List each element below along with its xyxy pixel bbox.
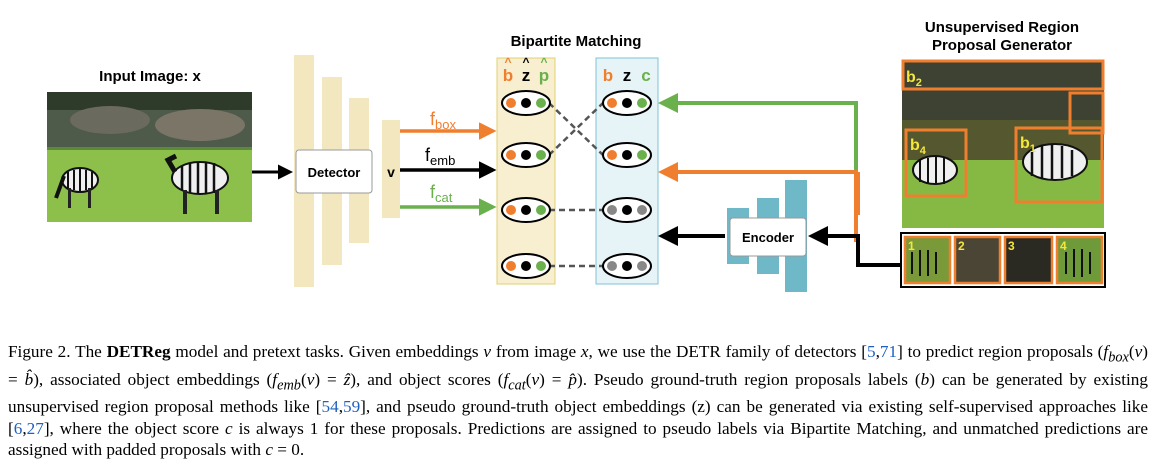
svg-text:z: z (522, 66, 531, 85)
svg-text:2: 2 (958, 239, 965, 253)
caption-fig-num: Figure 2. (8, 342, 71, 361)
f-box-label: fbox (430, 109, 456, 132)
region-title-1: Unsupervised Region (925, 19, 1079, 36)
proposal-box-extra (1068, 91, 1105, 135)
svg-text:1: 1 (908, 239, 915, 253)
zebra-right-icon (164, 153, 229, 214)
caption-text: The (70, 342, 107, 361)
caption-text: , we use the DETR family of detectors [ (588, 342, 867, 361)
proposal-box-b2 (901, 59, 1105, 91)
target-slot (602, 90, 652, 116)
prediction-slots (501, 90, 551, 279)
caption-text: ), and object scores ( (350, 369, 504, 389)
caption-text: ), associated object embeddings ( (33, 369, 273, 389)
target-slots (602, 90, 652, 279)
proposal-box-b1 (1014, 126, 1104, 204)
prediction-slot (501, 90, 551, 116)
matching-title: Bipartite Matching (511, 33, 642, 50)
detector-block (294, 55, 400, 287)
caption-text: from image (491, 342, 581, 361)
encoder-block (727, 180, 807, 292)
target-slot (602, 253, 652, 279)
v-label: v (387, 164, 395, 180)
caption-bold: DETReg (106, 342, 171, 361)
crop-thumbnail (903, 235, 952, 285)
crops-to-encoder-arrow (808, 226, 900, 267)
caption-text: ] to predict region proposals ( (897, 342, 1104, 361)
svg-text:^: ^ (522, 55, 529, 69)
input-image-label: Input Image: x (99, 68, 201, 85)
caption-text: ). Pseudo ground-truth region proposals … (576, 369, 921, 389)
crop-thumbnail (953, 235, 1002, 285)
detector-label: Detector (308, 165, 361, 180)
prediction-slot (501, 142, 551, 168)
input-image (47, 92, 252, 222)
citation-link[interactable]: 6 (13, 418, 23, 438)
citation-link[interactable]: 54 (321, 397, 339, 417)
matching-lines (548, 102, 604, 268)
citation-link[interactable]: 27 (26, 418, 44, 438)
citation-link[interactable]: 5 (867, 342, 876, 361)
proposal-box-b4 (904, 128, 968, 198)
svg-text:^: ^ (504, 55, 511, 69)
svg-text:3: 3 (1008, 239, 1015, 253)
citation-link[interactable]: 71 (879, 342, 898, 361)
crop-thumbnail (1003, 235, 1054, 285)
svg-text:c: c (641, 66, 650, 85)
f-cat-label: fcat (430, 182, 453, 205)
figure-diagram: Input Image: x Detector v f (47, 19, 1106, 292)
crop-thumbnails (903, 235, 1104, 285)
target-slot (602, 197, 652, 223)
svg-text:4: 4 (1060, 239, 1067, 253)
region-title-2: Proposal Generator (932, 37, 1072, 54)
svg-text:b: b (603, 66, 613, 85)
caption-text: model and pretext tasks. Given embedding… (170, 342, 484, 361)
caption-text: ], and pseudo ground-truth object embedd… (8, 397, 1148, 438)
crop-numbers: 1 2 3 4 (908, 239, 1067, 253)
caption-text: ) can be generated by existing unsupervi… (8, 369, 1148, 417)
caption-text: . (299, 440, 305, 460)
target-headers: b z c (603, 66, 651, 85)
proposal-boxes (901, 59, 1105, 204)
zebra-left-icon (54, 167, 99, 208)
citation-link[interactable]: 59 (342, 397, 361, 417)
caption-text: ], where the object score (43, 418, 225, 438)
target-slot (602, 142, 652, 168)
f-emb-label: femb (425, 145, 455, 168)
caption-text: is always 1 for these proposals. Predict… (8, 418, 1149, 460)
svg-text:z: z (623, 66, 632, 85)
prediction-headers: b ^ z ^ p ^ (503, 55, 549, 85)
crop-thumbnail (1055, 235, 1104, 285)
prediction-slot (501, 253, 551, 279)
encoder-label: Encoder (742, 230, 794, 245)
figure-caption: Figure 2. The DETReg model and pretext t… (8, 342, 1149, 460)
svg-text:b: b (503, 66, 513, 85)
svg-text:p: p (539, 66, 549, 85)
prediction-slot (501, 197, 551, 223)
svg-text:^: ^ (540, 55, 547, 69)
